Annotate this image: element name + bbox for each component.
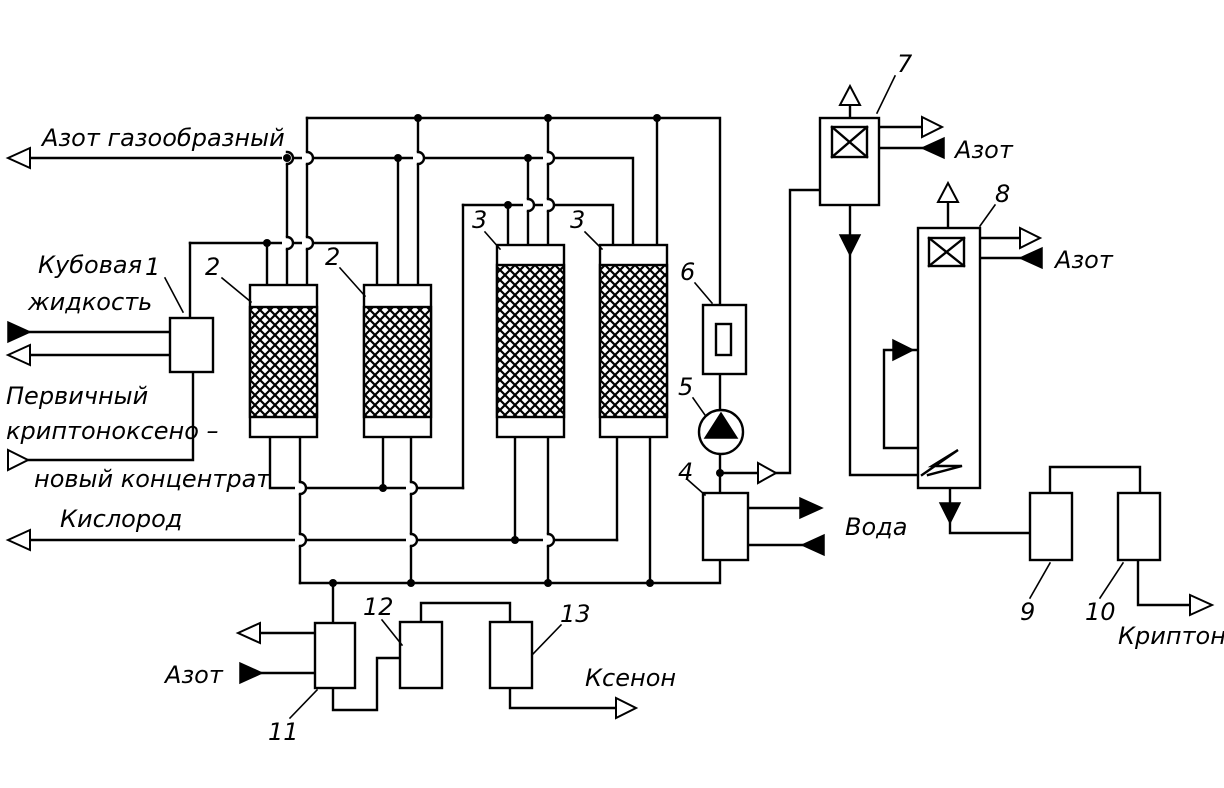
label-bottoms-liquid-2: жидкость: [27, 288, 152, 316]
vessel-1: [168, 316, 215, 374]
label-primary-concentrate-1: Первичный: [6, 382, 148, 410]
junction-dots: [263, 114, 724, 587]
adsorber-3-right: [598, 243, 669, 439]
unit-7: [818, 116, 881, 207]
arrow-krypton-out-icon: [1189, 593, 1215, 617]
arrow-xenon-out-icon: [615, 696, 639, 720]
adsorber-2-right: [362, 283, 433, 439]
number-9: 9: [1020, 598, 1035, 626]
arrow-water-out-icon: [799, 496, 824, 520]
arrow-right-icon: [892, 338, 915, 362]
heater-6: [701, 303, 748, 376]
arrow-in-icon: [239, 661, 264, 685]
number-2b: 2: [325, 243, 340, 271]
number-13: 13: [560, 600, 591, 628]
adsorber-3-left: [495, 243, 566, 439]
label-oxygen: Кислород: [60, 505, 182, 533]
arrow-right-icon: [921, 115, 945, 139]
text-labels: Азот газообразный Кубовая жидкость Перви…: [6, 50, 1224, 746]
label-xenon: Ксенон: [585, 664, 676, 692]
pump-5: [697, 408, 745, 456]
number-12: 12: [363, 593, 394, 621]
arrow-nitrogen-out-icon: [5, 146, 31, 170]
number-2a: 2: [205, 253, 220, 281]
arrow-oxygen-out-icon: [5, 528, 31, 552]
coil: [920, 448, 963, 477]
number-3b: 3: [570, 206, 585, 234]
vessel-10: [1116, 491, 1162, 562]
arrow-left-icon: [5, 343, 31, 367]
arrow-left-icon: [235, 621, 261, 645]
adsorber-2-left: [248, 283, 319, 439]
vessel-12: [398, 620, 444, 690]
vessel-11: [313, 621, 357, 690]
label-nitrogen-11: Азот: [163, 661, 224, 689]
label-krypton: Криптон: [1118, 622, 1224, 650]
number-11: 11: [268, 718, 299, 746]
leader-lines: [163, 74, 1125, 720]
label-nitrogen-gas: Азот газообразный: [40, 124, 285, 152]
arrow-in-icon: [1018, 246, 1043, 270]
arrow-in-icon: [920, 136, 945, 160]
number-3a: 3: [472, 206, 487, 234]
arrow-up-icon: [936, 180, 960, 203]
arrow-right-icon: [757, 461, 779, 485]
arrow-water-in-icon: [800, 533, 825, 557]
piping: [26, 103, 1192, 712]
arrow-down-icon: [938, 502, 962, 525]
vessel-9: [1028, 491, 1074, 562]
number-10: 10: [1085, 598, 1116, 626]
line-crossings: [282, 150, 556, 548]
column-8: [916, 226, 982, 490]
arrow-up-icon: [838, 83, 862, 106]
label-water: Вода: [845, 513, 907, 541]
heat-exchanger-4: [701, 491, 750, 562]
label-nitrogen-8: Азот: [1053, 246, 1114, 274]
vessel-13: [488, 620, 534, 690]
number-7: 7: [897, 50, 913, 78]
number-5: 5: [678, 373, 693, 401]
number-6: 6: [680, 258, 695, 286]
arrow-in-icon: [7, 320, 32, 344]
arrow-down-icon: [838, 234, 862, 257]
number-8: 8: [995, 180, 1010, 208]
label-primary-concentrate-2: криптоноксено –: [6, 417, 219, 445]
number-1: 1: [145, 253, 160, 281]
label-primary-concentrate-3: новый концентрат: [34, 465, 271, 493]
arrow-right-icon: [1019, 226, 1043, 250]
flow-arrows: [5, 83, 1215, 720]
label-bottoms-liquid-1: Кубовая: [38, 251, 142, 279]
label-nitrogen-7: Азот: [953, 136, 1014, 164]
arrow-right-icon: [7, 448, 31, 472]
number-4: 4: [678, 458, 693, 486]
